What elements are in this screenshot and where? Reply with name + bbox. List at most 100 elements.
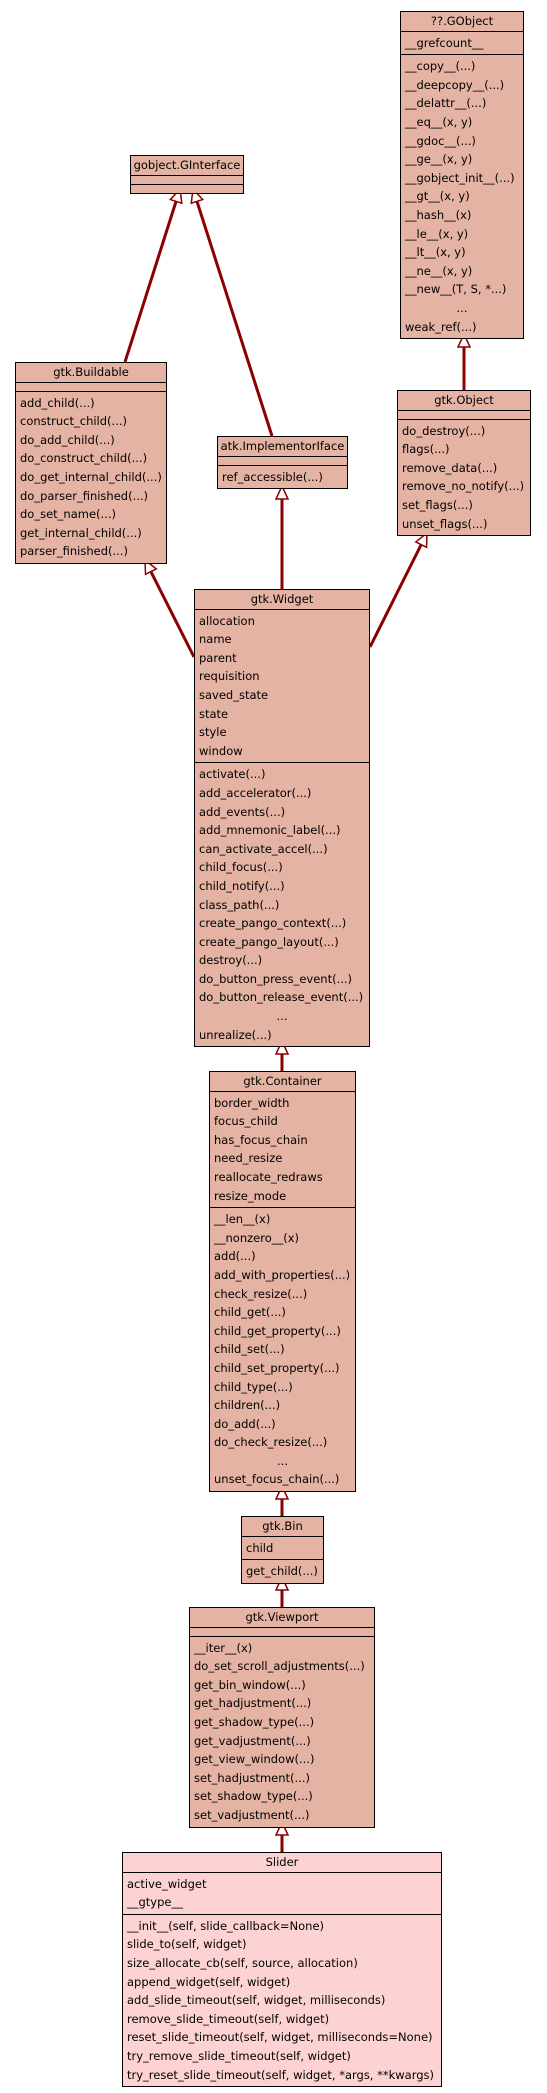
method: child_set_property(...) — [214, 1360, 340, 1375]
attributes-section — [190, 1628, 374, 1636]
attribute: resize_mode — [214, 1188, 287, 1203]
attribute: requisition — [199, 669, 260, 684]
method: destroy(...) — [199, 953, 263, 968]
ellipsis: ... — [276, 1009, 288, 1024]
method: unset_focus_chain(...) — [214, 1472, 340, 1487]
method: create_pango_layout(...) — [199, 934, 339, 949]
method: do_check_resize(...) — [214, 1435, 328, 1450]
attribute: active_widget — [127, 1876, 207, 1891]
method: add_with_properties(...) — [214, 1267, 351, 1282]
attribute: window — [199, 743, 243, 758]
method: do_set_scroll_adjustments(...) — [194, 1659, 365, 1674]
methods-section: do_destroy(...)flags(...)remove_data(...… — [398, 418, 530, 536]
inheritance-arrowhead — [274, 1484, 290, 1500]
method: child_focus(...) — [199, 860, 283, 875]
attribute: state — [199, 706, 229, 721]
attribute: need_resize — [214, 1151, 283, 1166]
method: __deepcopy__(...) — [405, 77, 505, 92]
inheritance-arrowhead — [456, 332, 472, 348]
class-name: ??.GObject — [401, 12, 523, 32]
method: set_flags(...) — [402, 497, 473, 512]
method: activate(...) — [199, 767, 266, 782]
method: __hash__(x) — [405, 207, 472, 222]
method: __gdoc__(...) — [405, 133, 476, 148]
method: add_accelerator(...) — [199, 785, 312, 800]
method: __gobject_init__(...) — [405, 170, 515, 185]
methods-section: add_child(...)construct_child(...)do_add… — [16, 390, 166, 563]
method: get_hadjustment(...) — [194, 1696, 312, 1711]
ellipsis: ... — [456, 300, 468, 315]
method: get_vadjustment(...) — [194, 1733, 311, 1748]
methods-section: __len__(x)__nonzero__(x)add(...)add_with… — [210, 1207, 355, 1491]
method: append_widget(self, widget) — [127, 1974, 291, 1989]
class-box-buildable: gtk.Buildable add_child(...)construct_chi… — [15, 362, 167, 564]
method: do_button_press_event(...) — [199, 971, 353, 986]
attribute: allocation — [199, 613, 255, 628]
method: __copy__(...) — [405, 59, 476, 74]
method: weak_ref(...) — [405, 319, 477, 334]
method: add(...) — [214, 1249, 256, 1264]
method: class_path(...) — [199, 897, 280, 912]
class-name: atk.ImplementorIface — [218, 437, 347, 457]
inheritance-arrowhead — [274, 1820, 290, 1836]
methods-section: get_child(...) — [242, 1559, 323, 1583]
methods-section — [131, 183, 243, 193]
method: __delattr__(...) — [405, 96, 487, 111]
method: parser_finished(...) — [20, 544, 128, 559]
method: remove_slide_timeout(self, widget) — [127, 2011, 330, 2026]
class-name: gtk.Object — [398, 391, 530, 411]
class-box-object: gtk.Object do_destroy(...)flags(...)remov… — [397, 390, 531, 537]
method: __lt__(x, y) — [405, 245, 466, 260]
method: __eq__(x, y) — [405, 114, 473, 129]
class-name: gtk.Buildable — [16, 363, 166, 383]
method: add_mnemonic_label(...) — [199, 823, 341, 838]
method: do_destroy(...) — [402, 423, 486, 438]
class-name: gtk.Widget — [195, 590, 369, 610]
method: __new__(T, S, *...) — [405, 282, 507, 297]
method: get_internal_child(...) — [20, 525, 142, 540]
method: get_view_window(...) — [194, 1752, 315, 1767]
attributes-section — [398, 411, 530, 419]
method: __ge__(x, y) — [405, 152, 473, 167]
attributes-section — [218, 457, 347, 465]
method: do_set_name(...) — [20, 507, 116, 522]
methods-section: activate(...)add_accelerator(...)add_eve… — [195, 762, 369, 1046]
method: child_type(...) — [214, 1379, 293, 1394]
attributes-section — [131, 176, 243, 184]
method: get_bin_window(...) — [194, 1677, 306, 1692]
method: try_reset_slide_timeout(self, widget, *a… — [127, 2067, 435, 2082]
attribute: style — [199, 725, 227, 740]
method: do_add_child(...) — [20, 432, 115, 447]
method: __init__(self, slide_callback=None) — [127, 1918, 325, 1933]
method: add_child(...) — [20, 395, 95, 410]
class-name: Slider — [123, 1853, 441, 1873]
methods-section: __copy__(...) __deepcopy__(...) __delattr_… — [401, 54, 523, 338]
inheritance-line — [123, 200, 178, 363]
class-name: gtk.Container — [210, 1072, 355, 1092]
attribute: reallocate_redraws — [214, 1169, 323, 1184]
attribute: child — [246, 1540, 274, 1555]
method: set_shadow_type(...) — [194, 1789, 313, 1804]
method: child_notify(...) — [199, 878, 285, 893]
ellipsis: ... — [277, 1453, 288, 1468]
attribute: border_width — [214, 1095, 290, 1110]
method: __nonzero__(x) — [214, 1230, 300, 1245]
method: __iter__(x) — [194, 1640, 253, 1655]
method: unrealize(...) — [199, 1027, 272, 1042]
inheritance-line — [149, 570, 196, 658]
method: children(...) — [214, 1398, 281, 1413]
attribute: name — [199, 632, 232, 647]
method: child_get_property(...) — [214, 1323, 341, 1338]
method: do_parser_finished(...) — [20, 488, 149, 503]
methods-section: ref_accessible(...) — [218, 464, 347, 489]
method: do_add(...) — [214, 1416, 276, 1431]
method: reset_slide_timeout(self, widget, millis… — [127, 2030, 433, 2045]
method: get_shadow_type(...) — [194, 1714, 315, 1729]
attribute: __grefcount__ — [405, 35, 484, 50]
class-box-viewport: gtk.Viewport__iter__(x)do_set_scroll_adj… — [189, 1607, 375, 1828]
